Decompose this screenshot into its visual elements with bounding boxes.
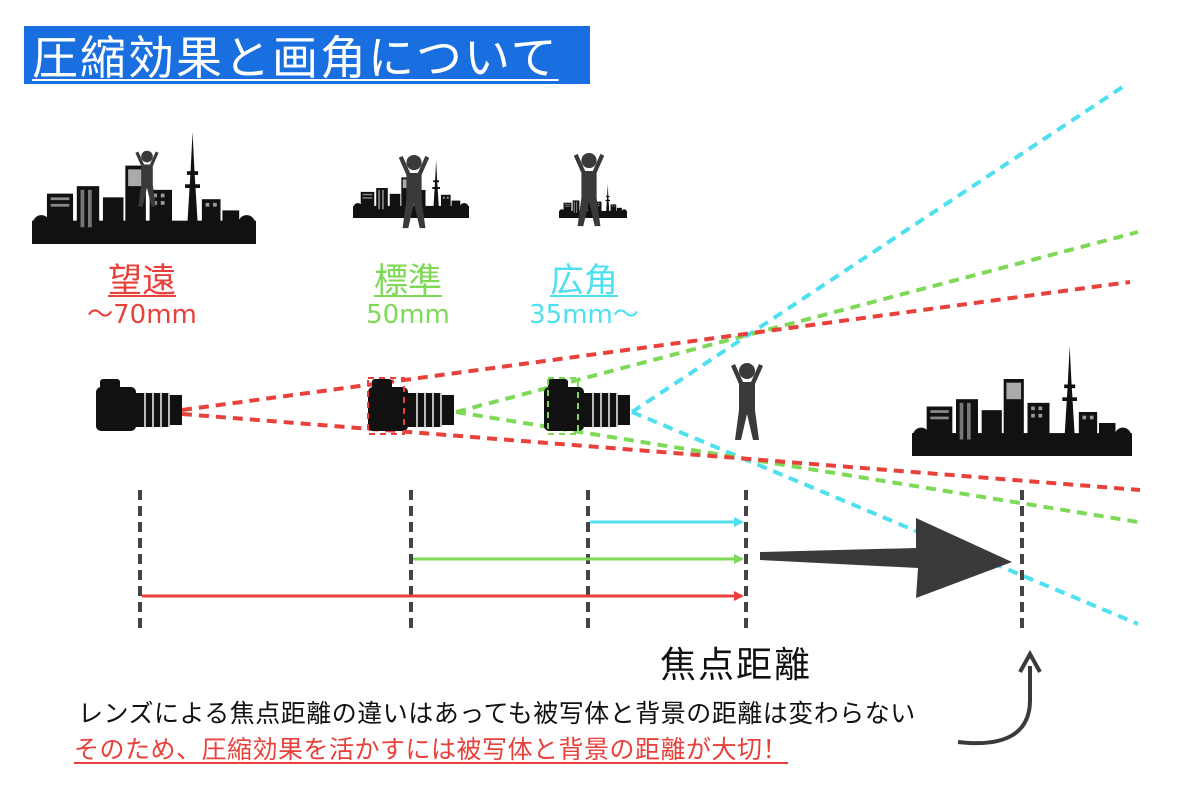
subject-to-background-arrow (760, 518, 1012, 598)
telephoto-focal: 〜70mm (87, 299, 197, 330)
wide-focal: 35mm〜 (529, 299, 639, 330)
wide-cone (630, 84, 1139, 626)
note-line-1: レンズによる焦点距離の違いはあっても被写体と背景の距離は変わらない (78, 699, 916, 728)
subject-person (731, 363, 763, 440)
telephoto-label: 望遠 〜70mm (82, 261, 202, 330)
standard-camera-highlight (367, 377, 405, 435)
wide-label: 広角 35mm〜 (522, 261, 646, 330)
curved-pointer-arrowhead (1018, 649, 1042, 673)
title-banner: 圧縮効果と画角について (24, 26, 590, 85)
focal-distance-label: 焦点距離 (660, 645, 813, 686)
standard-camera (368, 379, 454, 431)
position-markers (138, 490, 1024, 628)
telephoto-name: 望遠 (108, 261, 176, 301)
telephoto-cone (181, 280, 1141, 492)
background-skyline (912, 346, 1132, 456)
standard-view-scene (353, 154, 469, 229)
standard-label: 標準 50mm (350, 261, 466, 330)
note-line-2: そのため、圧縮効果を活かすには被写体と背景の距離が大切！ (74, 735, 789, 764)
wide-name: 広角 (550, 261, 618, 301)
standard-name: 標準 (374, 261, 442, 301)
standard-cone (455, 230, 1139, 524)
wide-camera-highlight (547, 377, 579, 435)
standard-focal: 50mm (366, 299, 450, 330)
wide-view-scene (559, 152, 627, 227)
curved-pointer-arrow (957, 666, 1032, 746)
telephoto-camera (96, 379, 182, 431)
telephoto-view-scene (32, 132, 256, 244)
wide-camera (544, 379, 630, 431)
page-title: 圧縮効果と画角について (32, 31, 559, 85)
